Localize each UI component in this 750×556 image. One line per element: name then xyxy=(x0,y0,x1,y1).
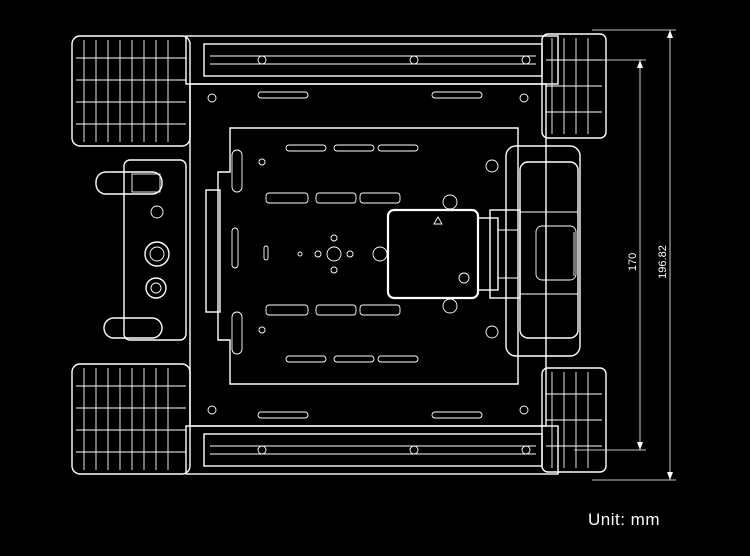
dimension-label-170: 170 xyxy=(627,253,639,271)
dimension-170 xyxy=(574,59,646,451)
top-side-rail xyxy=(185,35,559,85)
dimension-196-82 xyxy=(592,29,676,481)
rear-right-track xyxy=(541,367,607,473)
front-left-track xyxy=(71,35,191,147)
drive-wheel xyxy=(505,145,581,357)
dimension-label-196-82: 196.82 xyxy=(657,245,669,279)
rear-left-track xyxy=(71,363,191,475)
bottom-side-rail xyxy=(185,425,559,475)
motor-mount xyxy=(372,194,521,314)
unit-label: Unit: mm xyxy=(588,510,660,529)
front-right-track xyxy=(541,33,607,139)
left-accessories xyxy=(95,159,187,341)
chassis-plate xyxy=(189,83,547,427)
